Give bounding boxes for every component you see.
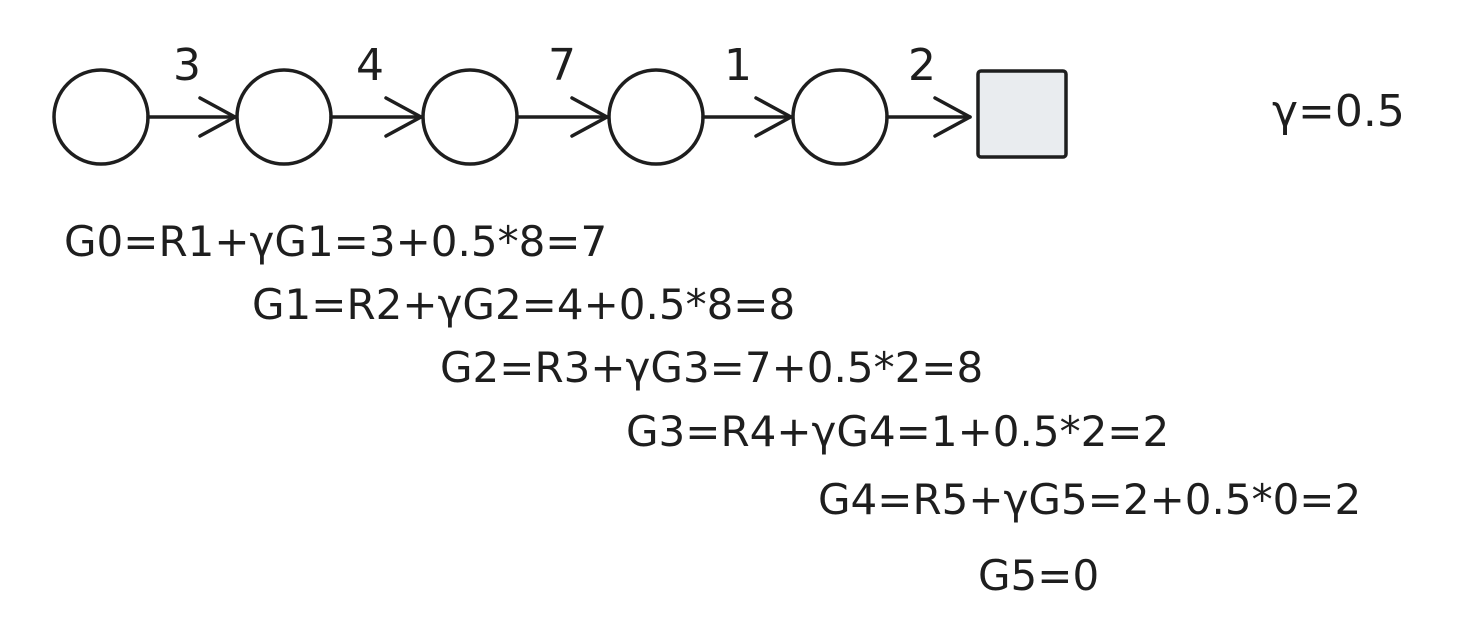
- edge-3-4: [701, 96, 793, 138]
- edge-4-terminal: [885, 96, 972, 138]
- terminal-node: [976, 69, 1068, 159]
- state-node-1: [235, 68, 333, 166]
- gamma-label: γ=0.5: [1272, 86, 1405, 137]
- equation-g0: G0=R1+γG1=3+0.5*8=7: [64, 217, 607, 266]
- reward-label-3: 7: [548, 40, 576, 91]
- equation-g3: G3=R4+γG4=1+0.5*2=2: [626, 407, 1169, 456]
- edge-2-3: [515, 96, 609, 138]
- reward-label-1: 3: [173, 40, 201, 91]
- reward-label-5: 2: [908, 40, 936, 91]
- state-node-3: [607, 68, 705, 166]
- edge-1-2: [329, 96, 423, 138]
- edge-0-1: [146, 96, 237, 138]
- state-node-0: [52, 68, 150, 166]
- equation-g4: G4=R5+γG5=2+0.5*0=2: [818, 475, 1361, 524]
- reward-label-2: 4: [356, 40, 384, 91]
- state-node-2: [421, 68, 519, 166]
- equation-g1: G1=R2+γG2=4+0.5*8=8: [252, 280, 795, 329]
- equation-g2: G2=R3+γG3=7+0.5*2=8: [440, 343, 983, 392]
- state-node-4: [791, 68, 889, 166]
- equation-g5: G5=0: [978, 551, 1099, 600]
- reward-label-4: 1: [724, 40, 752, 91]
